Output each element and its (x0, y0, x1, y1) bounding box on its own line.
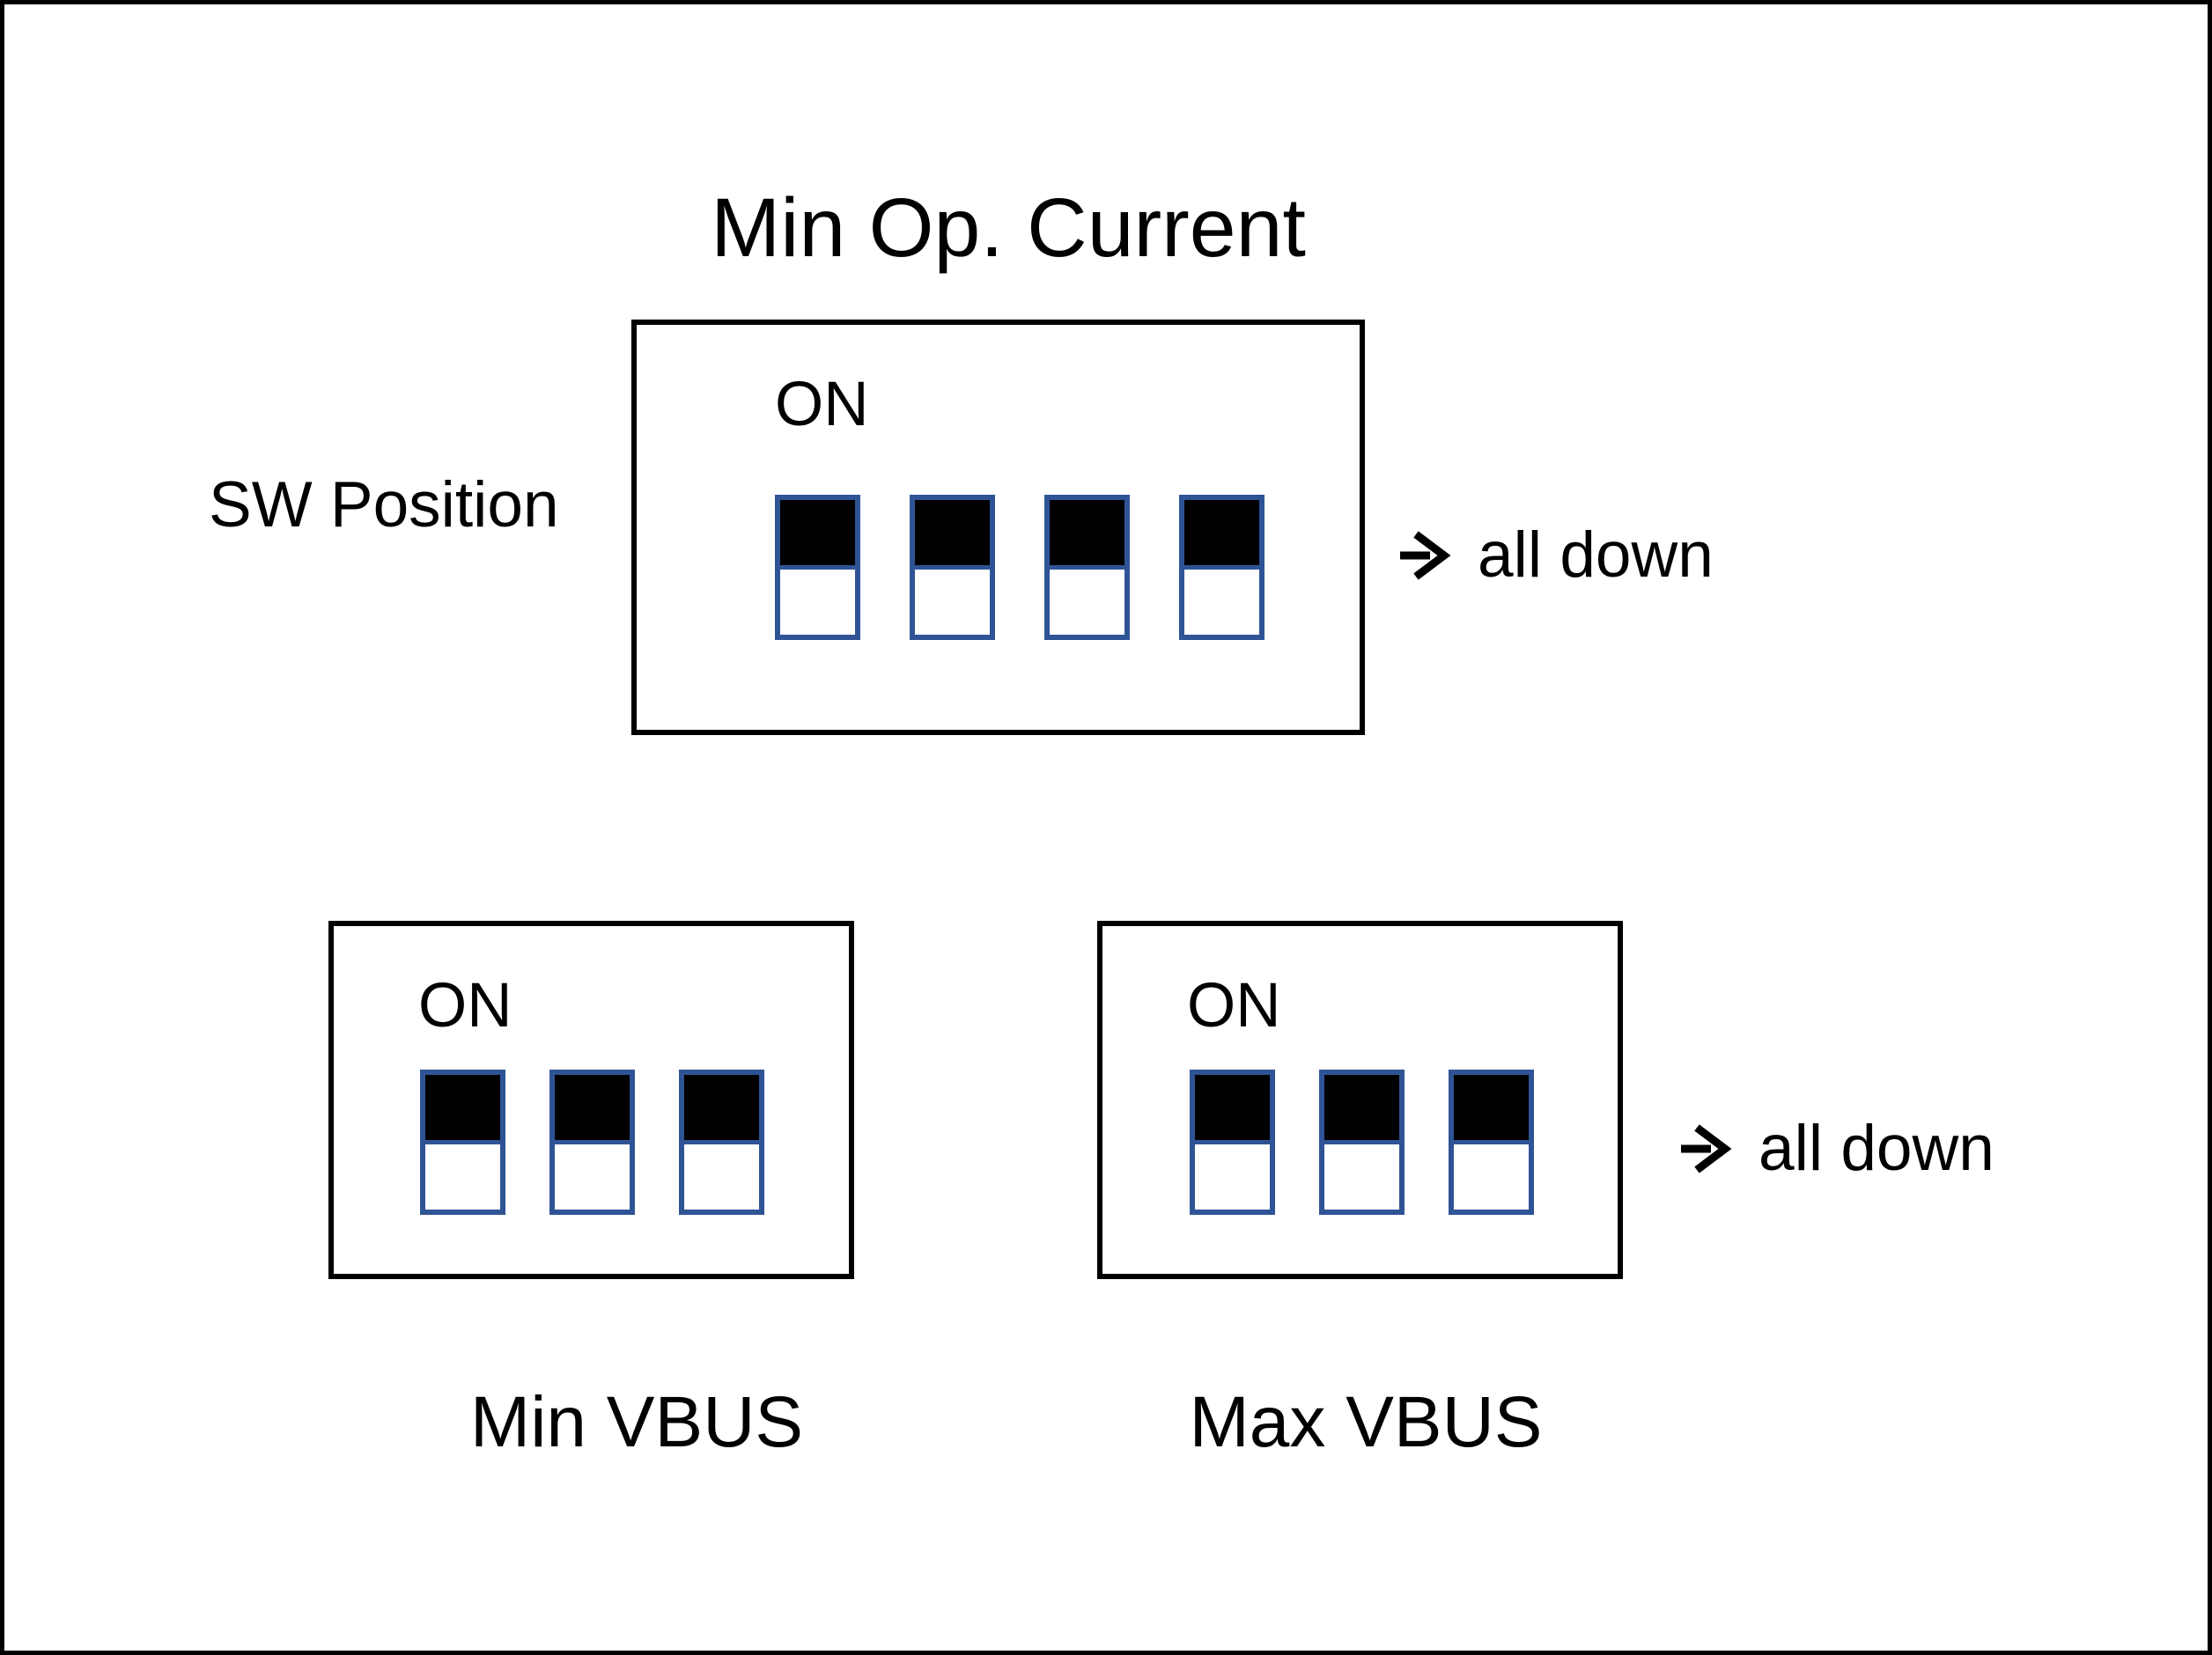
dip-switch-bottom-half (1454, 1144, 1529, 1210)
right-arrow-icon (1681, 1123, 1732, 1173)
right-arrow-icon (1400, 530, 1451, 580)
bottom-right-on-label: ON (1187, 971, 1281, 1041)
dip-switch-top-half (1324, 1075, 1399, 1144)
dip-switch-bottom-half (915, 570, 990, 635)
dip-switch (1179, 495, 1265, 640)
bottom-left-on-label: ON (418, 971, 512, 1041)
dip-switch (1044, 495, 1130, 640)
bottom-left-switch-row (420, 1070, 764, 1215)
bottom-right-arrow-note: all down (1679, 1116, 1994, 1181)
dip-switch-top-half (425, 1075, 500, 1144)
dip-switch-bottom-half (425, 1144, 500, 1210)
sw-position-label: SW Position (209, 469, 559, 541)
top-group-on-label: ON (775, 370, 869, 439)
top-group-title: Min Op. Current (711, 181, 1306, 275)
dip-switch (775, 495, 860, 640)
dip-switch-top-half (1454, 1075, 1529, 1144)
dip-switch-top-half (1195, 1075, 1270, 1144)
dip-switch-bottom-half (555, 1144, 630, 1210)
bottom-arrow-note-text: all down (1759, 1113, 1994, 1184)
dip-switch-bottom-half (1324, 1144, 1399, 1210)
dip-switch-top-half (555, 1075, 630, 1144)
dip-switch-bottom-half (1184, 570, 1259, 635)
dip-switch-bottom-half (684, 1144, 759, 1210)
dip-switch-bottom-half (1195, 1144, 1270, 1210)
top-group-arrow-note: all down (1398, 523, 1714, 587)
dip-switch-bottom-half (780, 570, 855, 635)
dip-switch (1190, 1070, 1275, 1215)
dip-switch (420, 1070, 505, 1215)
bottom-right-switch-row (1190, 1070, 1534, 1215)
dip-switch (910, 495, 995, 640)
dip-switch-top-half (684, 1075, 759, 1144)
dip-switch-top-half (1184, 500, 1259, 570)
dip-switch-top-half (1050, 500, 1124, 570)
bottom-left-caption: Min VBUS (469, 1382, 804, 1462)
dip-switch-top-half (915, 500, 990, 570)
dip-switch-top-half (780, 500, 855, 570)
dip-switch-bottom-half (1050, 570, 1124, 635)
bottom-right-caption: Max VBUS (1189, 1382, 1543, 1462)
dip-switch (549, 1070, 635, 1215)
dip-switch (679, 1070, 764, 1215)
top-group-switch-row (775, 495, 1265, 640)
top-arrow-note-text: all down (1478, 519, 1714, 591)
dip-switch (1449, 1070, 1534, 1215)
dip-switch (1319, 1070, 1405, 1215)
